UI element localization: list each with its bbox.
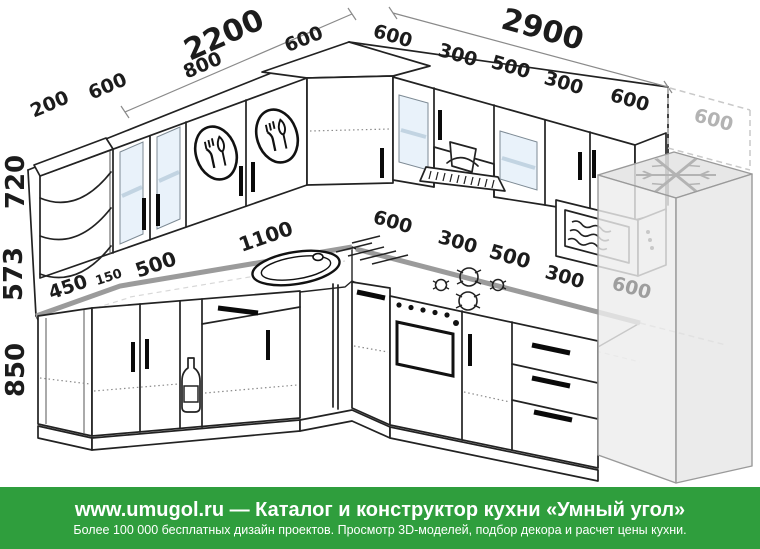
promo-footer: www.umugol.ru — Каталог и конструктор ку…: [0, 487, 760, 549]
dim-counter-right-seg: 300: [436, 226, 480, 258]
double-door-cabinet: [578, 150, 596, 180]
dimension-lines: [120, 6, 751, 171]
dim-fridge-top-depth: 600: [692, 104, 736, 136]
dim-counter-left-seg: 1100: [235, 216, 295, 257]
cooker-hood-icon: [419, 141, 506, 192]
dim-wall-left-seg: 600: [85, 69, 130, 105]
plinth: [389, 426, 599, 482]
plate-icon: [193, 125, 239, 181]
base-cabinets-right: [389, 295, 599, 482]
dim-wall-right-seg: 600: [371, 20, 415, 52]
two-door-base-cabinet: [93, 300, 181, 433]
wine-bottle-icon: [181, 357, 201, 413]
corner-base-unit: [299, 281, 391, 439]
sink-icon: [251, 249, 341, 287]
drawer-handle: [531, 375, 571, 389]
drawer-handle: [217, 305, 259, 316]
sink-base-unit: [201, 305, 301, 394]
kitchen-diagram: 2200 2900 200 600 800 600 600 300 500 30…: [0, 2, 753, 484]
dim-wall-right-seg: 300: [436, 39, 480, 71]
dim-height-apron: 573: [0, 247, 29, 301]
snowflake-icon: [636, 158, 716, 192]
footer-title: www.umugol.ru — Каталог и конструктор ку…: [74, 498, 686, 521]
corner-wall-cabinet: [261, 41, 431, 186]
dim-counter-right-seg: 300: [543, 261, 587, 293]
drawer-handle: [531, 342, 571, 356]
glass-cabinet-left: [119, 121, 187, 245]
plate-icon: [254, 108, 300, 164]
dim-height-base: 850: [1, 343, 31, 397]
drawer-handle: [533, 409, 573, 423]
drainer-grooves: [335, 235, 409, 265]
wall-cabinets-left: [33, 77, 308, 279]
corner-base-cabinet: [39, 310, 91, 434]
bottle-rack: [181, 298, 203, 428]
base-cabinets-left: [37, 290, 301, 451]
drawer-handle: [356, 289, 386, 301]
drawer-unit: [511, 342, 599, 423]
footer-subtitle: Более 100 000 бесплатных дизайн проектов…: [73, 522, 687, 537]
oven-icon: [395, 302, 463, 441]
door-base-cabinet: [463, 321, 513, 451]
dim-counter-right-seg: 500: [487, 239, 534, 274]
dim-wall-right-seg: 500: [489, 51, 533, 83]
faucet-icon: [312, 252, 324, 262]
glass-cabinet-right-2: [499, 130, 538, 191]
fridge: [597, 151, 753, 484]
dim-wall-right-seg: 300: [542, 67, 586, 99]
dim-wall-right-seg: 600: [608, 84, 652, 116]
plates-cabinet: [193, 99, 300, 207]
dim-counter-right-seg: 600: [371, 206, 415, 238]
dim-wall-left-seg: 200: [27, 87, 72, 123]
dim-height-wall-cabinets: 720: [1, 155, 31, 209]
countertop: [35, 235, 727, 363]
corner-open-shelf: [39, 148, 114, 279]
dim-wall-right-total: 2900: [498, 2, 588, 58]
